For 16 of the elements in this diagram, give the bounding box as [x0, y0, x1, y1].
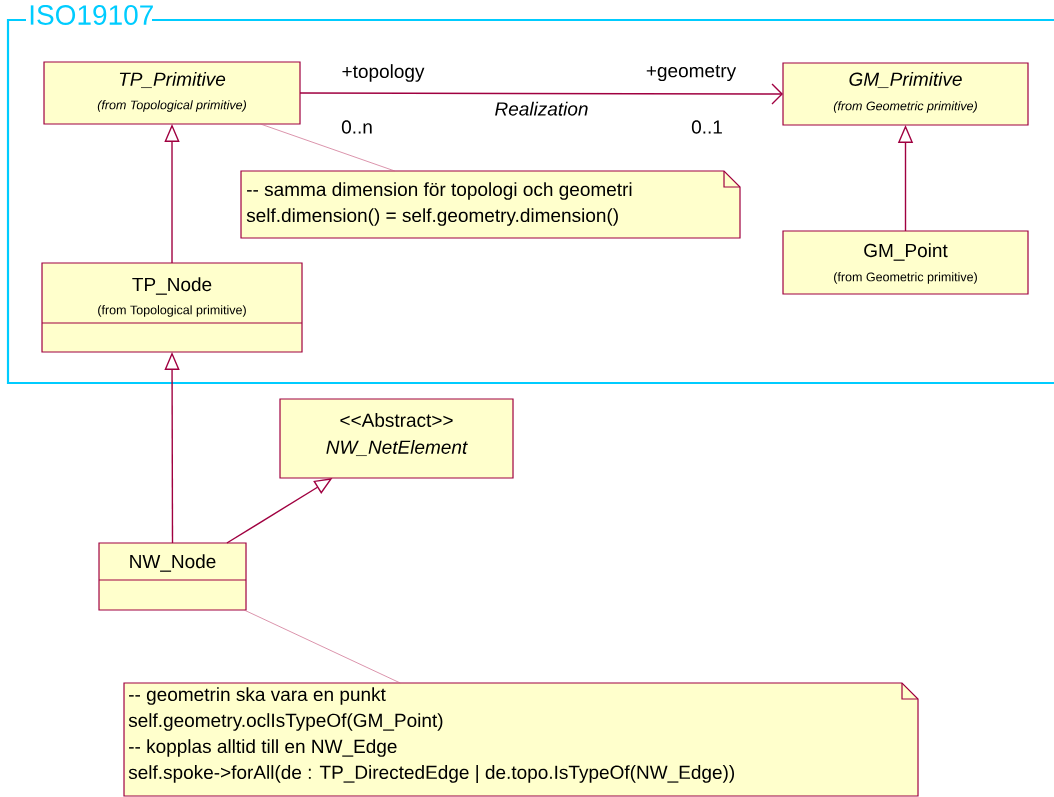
multiplicity-label: 0..1: [691, 120, 722, 134]
class-box: TP_Node (from Topological primitive): [41, 262, 303, 353]
leader-line: [243, 609, 401, 684]
role-name: +topology: [342, 64, 425, 82]
class-box: GM_Point (from Geometric primitive): [782, 230, 1029, 295]
arrow: [299, 83, 783, 105]
class-box: GM_Primitive (from Geometric primitive): [782, 62, 1029, 126]
edge-label: Realization: [495, 101, 588, 116]
class-box: <<Abstract>> NW_NetElement: [279, 398, 514, 479]
note-box: -- geometrin ska vara en punkt self.geometry.oclIsTypeOf(GM_Point) -- kopplas alltid till en NW_Edge self.spoke->forAll(de : TP_DirectedEdge | de.topo.IsTypeOf(NW_Edge)): [123, 682, 919, 797]
leader-line: [260, 123, 396, 172]
class-box: NW_Node: [98, 542, 247, 611]
note-box: -- samma dimension för topologi och geometri self.dimension() = self.geometry.dimension(): [240, 170, 741, 239]
class-box: TP_Primitive (from Topological primitive): [43, 61, 301, 125]
role-name: +geometry: [646, 64, 737, 82]
multiplicity-label: 0..n: [341, 120, 372, 134]
